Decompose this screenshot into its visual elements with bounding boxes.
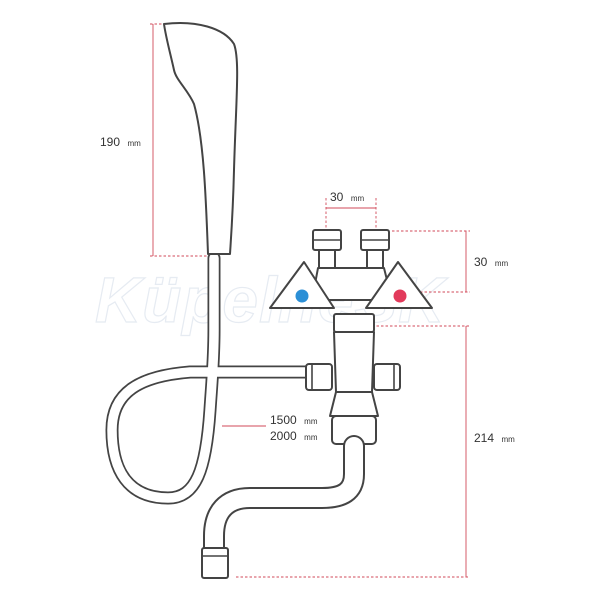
label-total-height: 214 mm — [474, 429, 515, 446]
dimension-labels: 190 mm 30 mm 30 mm 1500 mm 2000 mm 214 m… — [100, 133, 515, 446]
shower-hose — [105, 251, 315, 505]
hot-handle — [365, 261, 433, 309]
hot-marker-icon — [393, 289, 407, 303]
dimension-lines — [150, 23, 470, 578]
faucet-top — [269, 229, 433, 309]
cold-marker-icon — [295, 289, 309, 303]
label-top-offset: 30 mm — [474, 253, 508, 270]
label-head-height: 190 mm — [100, 133, 141, 150]
shower-head — [163, 22, 239, 255]
faucet-body — [201, 313, 401, 579]
label-hose-length-1: 1500 mm — [270, 411, 318, 428]
cold-handle — [269, 261, 335, 309]
label-valve-spacing: 30 mm — [330, 188, 364, 205]
label-hose-length-2: 2000 mm — [270, 427, 318, 444]
